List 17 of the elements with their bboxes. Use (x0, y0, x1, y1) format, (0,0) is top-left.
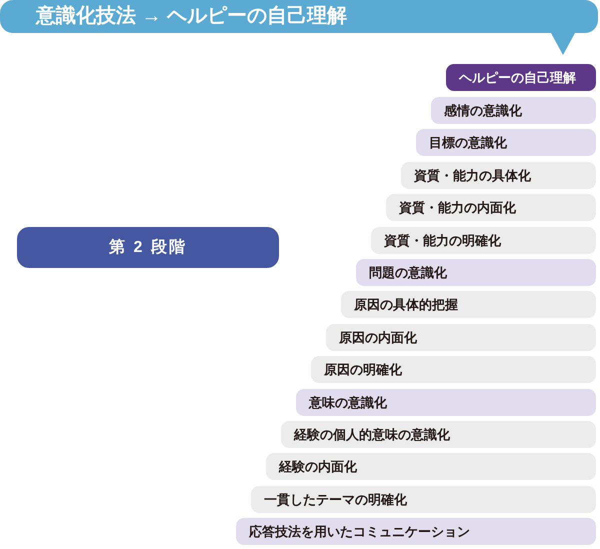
step-bar: 意味の意識化 (296, 389, 596, 416)
step-bar: 経験の個人的意味の意識化 (281, 421, 596, 448)
step-bar: 応答技法を用いたコミュニケーション (236, 518, 596, 545)
step-bar: 原因の内面化 (326, 324, 596, 351)
step-bar: 感情の意識化 (431, 97, 596, 124)
step-bar: 資質・能力の明確化 (371, 227, 596, 254)
step-bar: ヘルピーの自己理解 (446, 64, 596, 91)
step-bar: 経験の内面化 (266, 453, 596, 480)
step-bar: 資質・能力の具体化 (401, 162, 596, 189)
stage-box: 第 2 段階 (17, 227, 279, 268)
step-bar: 目標の意識化 (416, 129, 596, 156)
step-bar: 資質・能力の内面化 (386, 194, 596, 221)
step-bar: 問題の意識化 (356, 259, 596, 286)
step-bar: 一貫したテーマの明確化 (251, 486, 596, 513)
step-bar: 原因の明確化 (311, 356, 596, 383)
title-banner: 意識化技法 → ヘルピーの自己理解 (0, 0, 599, 56)
step-bar: 原因の具体的把握 (341, 291, 596, 318)
